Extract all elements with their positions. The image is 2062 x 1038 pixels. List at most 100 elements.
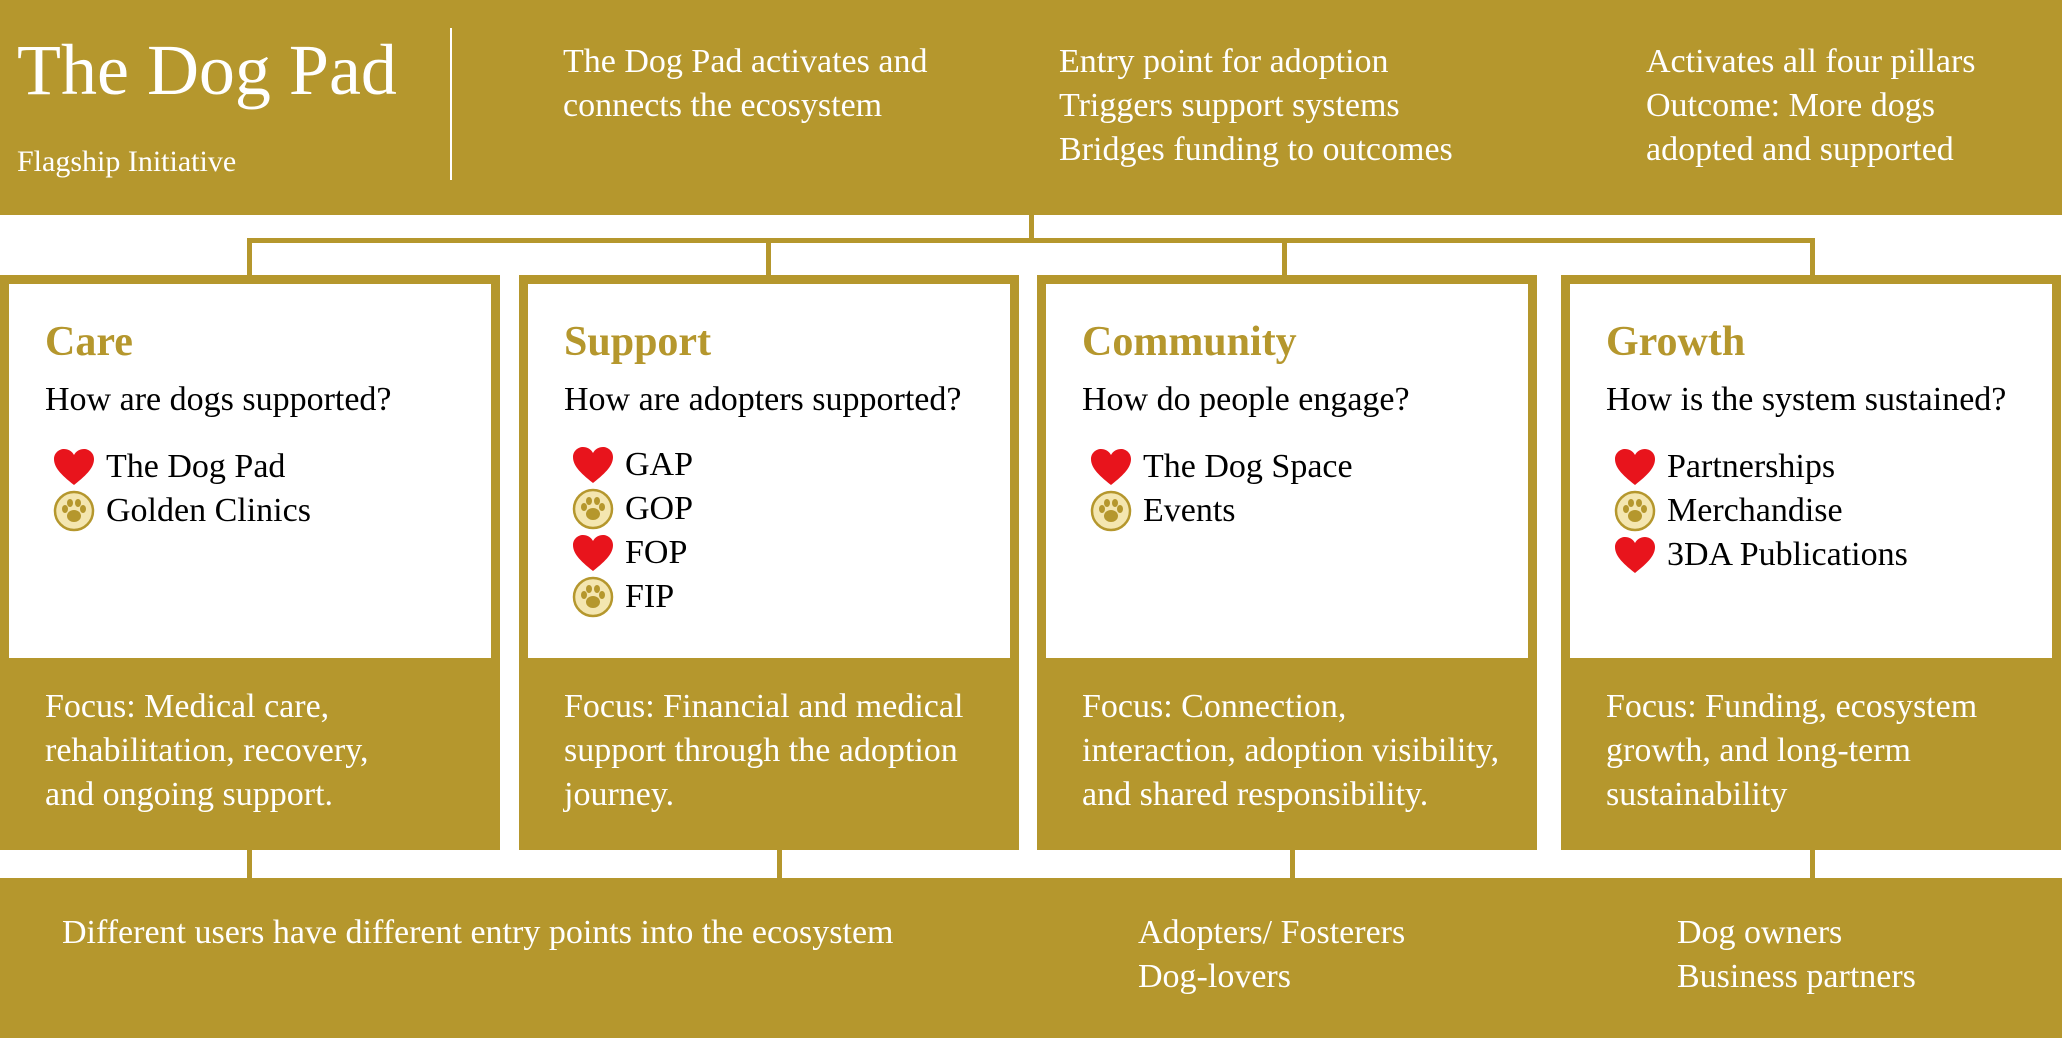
item-label: Partnerships	[1667, 448, 1836, 485]
pillar-card-care: Care How are dogs supported? The Dog Pad…	[0, 275, 500, 850]
list-item: Partnerships	[1611, 445, 1908, 489]
heart-icon	[1611, 533, 1659, 577]
banner-divider	[450, 28, 452, 180]
list-item: GOP	[569, 487, 693, 531]
pillar-items: The Dog Pad Golden Clinics	[50, 445, 311, 533]
paw-icon	[50, 489, 98, 533]
connector-horizontal-top	[247, 238, 1815, 243]
pillar-card-community: Community How do people engage? The Dog …	[1037, 275, 1537, 850]
list-item: Events	[1087, 489, 1353, 533]
focus-line: journey.	[564, 776, 675, 813]
heart-icon	[1087, 445, 1135, 489]
connector-trunk	[1029, 215, 1034, 240]
pillar-card-body	[1046, 284, 1528, 658]
focus-line: rehabilitation, recovery,	[45, 732, 369, 769]
pillar-title: Care	[45, 319, 133, 365]
pillar-focus: Focus: Connection, interaction, adoption…	[1082, 685, 1522, 817]
user-group-owners: Dog owners Business partners	[1677, 911, 1916, 999]
connector-bottom-community	[1290, 850, 1295, 878]
pillar-question: How is the system sustained?	[1606, 381, 2007, 418]
pillar-title: Community	[1082, 319, 1297, 365]
list-item: The Dog Pad	[50, 445, 311, 489]
item-label: GAP	[625, 446, 694, 483]
paw-icon	[569, 575, 617, 619]
item-label: The Dog Space	[1143, 448, 1353, 485]
banner-description-line: connects the ecosystem	[563, 87, 883, 124]
item-label: 3DA Publications	[1667, 536, 1908, 573]
list-item: Golden Clinics	[50, 489, 311, 533]
user-group-line: Adopters/ Fosterers	[1138, 914, 1406, 951]
pillar-card-body	[9, 284, 491, 658]
focus-line: interaction, adoption visibility,	[1082, 732, 1500, 769]
focus-line: Focus: Funding, ecosystem	[1606, 688, 1978, 725]
banner-outcome-line: adopted and supported	[1646, 131, 1954, 168]
connector-bottom-support	[777, 850, 782, 878]
banner-role-line: Entry point for adoption	[1059, 43, 1389, 80]
banner-outcome-line: Outcome: More dogs	[1646, 87, 1935, 124]
pillar-question: How are dogs supported?	[45, 381, 392, 418]
list-item: GAP	[569, 443, 693, 487]
heart-icon	[569, 443, 617, 487]
heart-icon	[569, 531, 617, 575]
banner-role-line: Bridges funding to outcomes	[1059, 131, 1453, 168]
user-group-line: Dog owners	[1677, 914, 1843, 951]
pillar-focus: Focus: Medical care, rehabilitation, rec…	[45, 685, 485, 817]
list-item: 3DA Publications	[1611, 533, 1908, 577]
heart-icon	[1611, 445, 1659, 489]
connector-drop-support	[766, 238, 771, 275]
focus-line: Focus: Connection,	[1082, 688, 1347, 725]
item-label: The Dog Pad	[106, 448, 286, 485]
connector-drop-growth	[1810, 238, 1815, 275]
user-group-adopters: Adopters/ Fosterers Dog-lovers	[1138, 911, 1405, 999]
banner-outcome-line: Activates all four pillars	[1646, 43, 1976, 80]
item-label: Golden Clinics	[106, 492, 311, 529]
pillar-card-support: Support How are adopters supported? GAP …	[519, 275, 1019, 850]
brand-title: The Dog Pad	[17, 30, 397, 110]
brand-subtitle: Flagship Initiative	[17, 145, 237, 178]
pillar-question: How do people engage?	[1082, 381, 1410, 418]
pillar-focus: Focus: Funding, ecosystem growth, and lo…	[1606, 685, 2046, 817]
list-item: Merchandise	[1611, 489, 1908, 533]
pillar-title: Support	[564, 319, 712, 365]
banner-roles: Entry point for adoption Triggers suppor…	[1059, 40, 1453, 172]
user-group-line: Dog-lovers	[1138, 958, 1291, 995]
paw-icon	[569, 487, 617, 531]
connector-bottom-care	[247, 850, 252, 878]
pillar-items: GAP GOP FOP FIP	[569, 443, 693, 619]
heart-icon	[50, 445, 98, 489]
bottom-banner: Different users have different entry poi…	[0, 878, 2062, 1038]
paw-icon	[1087, 489, 1135, 533]
banner-outcomes: Activates all four pillars Outcome: More…	[1646, 40, 1976, 172]
banner-role-line: Triggers support systems	[1059, 87, 1400, 124]
item-label: GOP	[625, 490, 694, 527]
connector-bottom-growth	[1810, 850, 1815, 878]
item-label: Merchandise	[1667, 492, 1843, 529]
pillar-title: Growth	[1606, 319, 1746, 365]
focus-line: Focus: Financial and medical	[564, 688, 964, 725]
paw-icon	[1611, 489, 1659, 533]
focus-line: and shared responsibility.	[1082, 776, 1429, 813]
item-label: FIP	[625, 578, 675, 615]
entry-points-statement: Different users have different entry poi…	[62, 914, 894, 951]
connector-drop-community	[1282, 238, 1287, 275]
banner-description-line: The Dog Pad activates and	[563, 43, 928, 80]
focus-line: Focus: Medical care,	[45, 688, 330, 725]
banner-description: The Dog Pad activates and connects the e…	[563, 40, 927, 128]
focus-line: and ongoing support.	[45, 776, 334, 813]
user-group-line: Business partners	[1677, 958, 1916, 995]
top-banner: The Dog Pad Flagship Initiative The Dog …	[0, 0, 2062, 215]
pillar-card-body	[1570, 284, 2052, 658]
list-item: The Dog Space	[1087, 445, 1353, 489]
connector-drop-care	[247, 238, 252, 275]
item-label: FOP	[625, 534, 688, 571]
item-label: Events	[1143, 492, 1236, 529]
pillar-card-growth: Growth How is the system sustained? Part…	[1561, 275, 2061, 850]
focus-line: growth, and long-term	[1606, 732, 1911, 769]
pillar-items: The Dog Space Events	[1087, 445, 1353, 533]
pillar-items: Partnerships Merchandise 3DA Publication…	[1611, 445, 1908, 577]
focus-line: support through the adoption	[564, 732, 958, 769]
list-item: FIP	[569, 575, 693, 619]
pillar-focus: Focus: Financial and medical support thr…	[564, 685, 1004, 817]
pillar-question: How are adopters supported?	[564, 381, 962, 418]
focus-line: sustainability	[1606, 776, 1788, 813]
